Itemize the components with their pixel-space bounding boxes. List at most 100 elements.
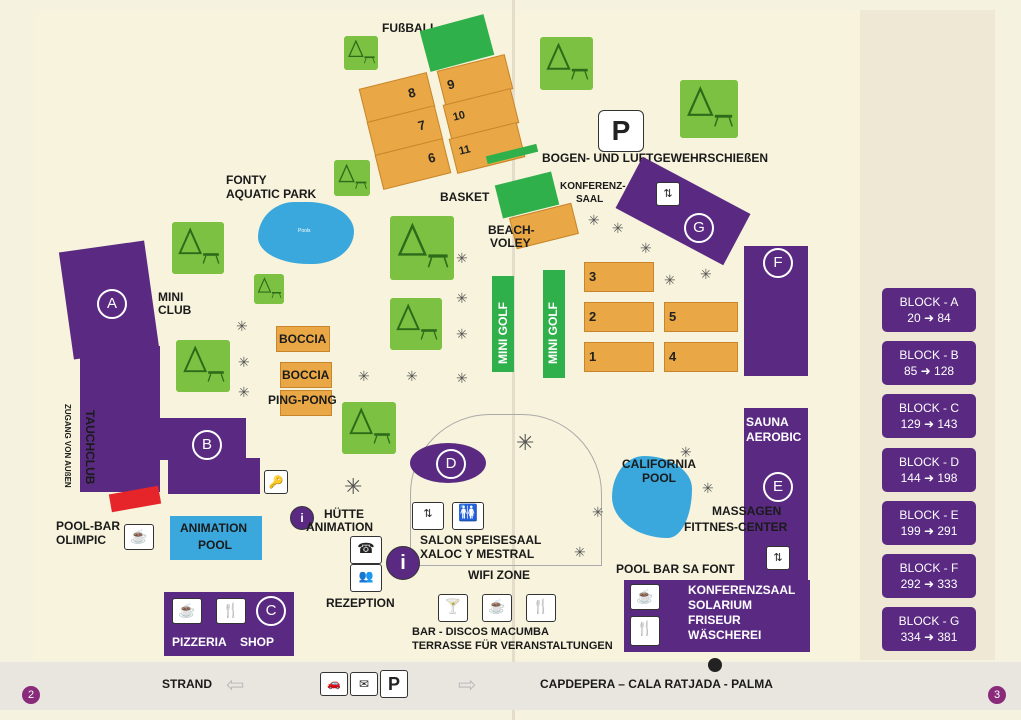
tauchclub-label: TAUCHCLUB — [83, 410, 97, 485]
coffee-cup-icon: ☕ — [482, 594, 512, 622]
terrasse-label: TERRASSE FÜR VERANSTALTUNGEN — [412, 640, 613, 652]
park-tree-icon — [390, 298, 442, 350]
court-number: 6 — [426, 149, 437, 166]
boccia-label-1: BOCCIA — [279, 332, 327, 346]
park-tree-icon — [344, 36, 378, 70]
coffee-cup-icon: ☕ — [630, 584, 660, 610]
palm-icon: ✳ — [574, 544, 586, 560]
court-number: 7 — [416, 117, 428, 134]
bottom-bar — [0, 662, 1021, 710]
palm-icon: ✳ — [406, 368, 418, 384]
palm-icon: ✳ — [238, 354, 250, 370]
tennis-court-5: 5 — [664, 302, 738, 332]
beach-label: BEACH- — [488, 223, 535, 237]
palm-icon: ✳ — [702, 480, 714, 496]
boccia-label-2: BOCCIA — [282, 368, 330, 382]
mini-golf-1 — [492, 276, 514, 372]
palm-icon: ✳ — [664, 272, 676, 288]
saal-label: SAAL — [576, 194, 604, 205]
phone-icon: ☎ — [350, 536, 382, 564]
mini-golf-2 — [543, 270, 565, 378]
legend-block-name: BLOCK - G — [898, 614, 960, 628]
park-tree-icon — [390, 216, 454, 280]
legend-block-range: 144 ➜ 198 — [900, 471, 958, 485]
salon-label-2: XALOC Y MESTRAL — [420, 547, 535, 561]
tennis-court-4: 4 — [664, 342, 738, 372]
palm-icon: ✳ — [592, 504, 604, 520]
legend-block-name: BLOCK - C — [898, 401, 959, 415]
boccia-court-2 — [280, 362, 332, 388]
palm-icon: ✳ — [700, 266, 712, 282]
palm-icon: ✳ — [680, 444, 692, 460]
rezeption-label: REZEPTION — [326, 596, 395, 610]
fonty-label: FONTY — [226, 173, 267, 187]
park-tree-icon — [540, 37, 593, 90]
court-number: 3 — [589, 269, 597, 284]
strand-label: STRAND — [162, 677, 212, 691]
parking-icon: P — [380, 670, 408, 698]
block-b-lower — [168, 458, 260, 494]
park-tree-icon — [334, 160, 370, 196]
palm-icon: ✳ — [640, 240, 652, 256]
car-icon: 🚗 — [320, 672, 348, 696]
court-number: 4 — [669, 349, 677, 364]
elevator-icon: ⇅ — [412, 502, 444, 530]
waescherei-label: WÄSCHEREI — [688, 628, 762, 642]
boccia-court-1 — [276, 326, 330, 352]
restroom-icon: 🚻 — [452, 502, 484, 530]
ping-pong-table — [280, 390, 332, 416]
palm-icon: ✳ — [588, 212, 600, 228]
park-tree-icon — [172, 222, 224, 274]
huette-label: HÜTTE — [324, 507, 364, 521]
cutlery-icon: 🍴 — [526, 594, 556, 622]
ping-pong-label: PING-PONG — [268, 393, 337, 407]
palm-icon: ✳ — [516, 430, 535, 455]
court-number: 5 — [669, 309, 677, 324]
massagen-label: MASSAGEN — [712, 504, 782, 518]
legend-block-name: BLOCK - F — [899, 561, 959, 575]
mini-golf-label-2: MINI GOLF — [546, 302, 560, 364]
page-number-left: 2 — [22, 686, 40, 704]
shop-label: SHOP — [240, 635, 275, 649]
block-d-marker: D — [436, 449, 466, 479]
court-number: 10 — [451, 109, 467, 124]
page-number-right: 3 — [988, 686, 1006, 704]
aquatic-park-label: AQUATIC PARK — [226, 187, 317, 201]
cutlery-icon: 🍴 — [216, 598, 246, 624]
block-g-marker: G — [684, 213, 714, 243]
voley-label: VOLEY — [490, 236, 531, 250]
solarium-label: SOLARIUM — [688, 598, 752, 612]
block-c-marker: C — [256, 596, 286, 626]
elevator-icon: ⇅ — [656, 182, 680, 206]
california-label-1: CALIFORNIA — [622, 457, 696, 471]
arrow-right-icon: ⇨ — [458, 672, 477, 697]
legend-block-range: 20 ➜ 84 — [907, 311, 951, 325]
palm-icon: ✳ — [612, 220, 624, 236]
palm-icon: ✳ — [456, 326, 468, 342]
block-b-marker: B — [192, 430, 222, 460]
animation-label: ANIMATION — [306, 520, 374, 534]
mini-golf-label-1: MINI GOLF — [496, 302, 510, 364]
konferenz-label: KONFERENZ- — [560, 181, 626, 192]
tennis-court-3: 3 — [584, 262, 654, 292]
park-tree-icon — [176, 340, 230, 392]
animation-pool-label-2: POOL — [198, 538, 233, 552]
reception-desk-icon: 👥 — [350, 564, 382, 592]
aerobic-label: AEROBIC — [746, 430, 802, 444]
capdepera-label: CAPDEPERA – CALA RATJADA - PALMA — [540, 677, 773, 691]
park-tree-icon — [342, 402, 396, 454]
court-number: 9 — [445, 76, 457, 93]
bogen-label: BOGEN- UND LUFTGEWEHRSCHIEßEN — [542, 151, 768, 165]
park-tree-icon — [254, 274, 284, 304]
central-plaza-outline — [410, 414, 602, 566]
mini-label: MINI — [158, 290, 184, 304]
club-label: CLUB — [158, 303, 192, 317]
palm-icon: ✳ — [456, 250, 468, 266]
coffee-cup-icon: ☕ — [172, 598, 202, 624]
pizzeria-label: PIZZERIA — [172, 635, 227, 649]
palm-icon: ✳ — [358, 368, 370, 384]
